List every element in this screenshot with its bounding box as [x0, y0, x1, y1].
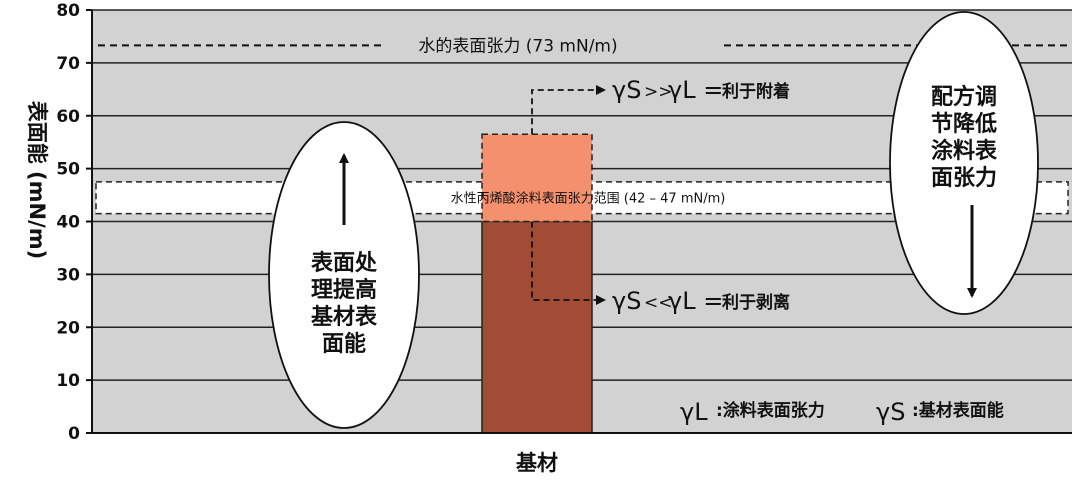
band-label: 水性丙烯酸涂料表面张力范围 (42 – 47 mN/m): [451, 191, 726, 207]
peeling-annotation: γS << γL = 利于剥离: [612, 287, 790, 315]
legend: γL :涂料表面张力 γS :基材表面能: [680, 398, 1004, 426]
legend-label-substrate: :基材表面能: [912, 400, 1004, 421]
y-tick-label-20: 20: [56, 318, 80, 338]
substrate-bar: [481, 220, 593, 434]
gamma-s-symbol-2: γS: [612, 287, 641, 315]
gamma-l-symbol: γL =: [668, 76, 723, 104]
right-ellipse-line-4: 面张力: [931, 166, 997, 191]
left-ellipse-line-1: 表面处: [311, 250, 377, 276]
left-ellipse-callout: 表面处 理提高 基材表 面能: [268, 121, 420, 429]
y-axis-label: 表面能 (mN/m): [25, 101, 49, 260]
gamma-s-symbol: γS: [612, 76, 641, 104]
y-tick-label-60: 60: [56, 107, 80, 127]
legend-symbol-gamma-s: γS: [876, 398, 905, 426]
much-less-symbol: <<: [644, 293, 673, 313]
adhesion-annotation: γS >> γL = 利于附着: [612, 76, 790, 104]
right-ellipse-callout: 配方调 节降低 涂料表 面张力: [889, 11, 1039, 315]
y-tick-label-70: 70: [56, 54, 80, 74]
x-axis-label: 基材: [516, 451, 558, 475]
left-ellipse-line-4: 面能: [322, 331, 366, 357]
y-tick-label-10: 10: [56, 371, 80, 391]
y-tick-label-50: 50: [56, 160, 80, 180]
adhesion-text: 利于附着: [722, 81, 790, 102]
y-tick-label-80: 80: [56, 1, 80, 21]
much-greater-symbol: >>: [644, 82, 673, 102]
left-ellipse-line-2: 理提高: [311, 277, 377, 303]
y-tick-labels: 0 10 20 30 40 50 60 70 80: [56, 1, 92, 444]
legend-symbol-gamma-l: γL: [680, 398, 708, 426]
peeling-text: 利于剥离: [722, 292, 790, 313]
left-ellipse-line-3: 基材表: [311, 305, 378, 330]
water-tension-label: 水的表面张力 (73 mN/m): [418, 36, 617, 56]
y-tick-label-30: 30: [56, 265, 80, 285]
right-ellipse-line-3: 涂料表: [931, 138, 998, 164]
y-tick-label-0: 0: [68, 424, 80, 444]
right-ellipse: [889, 11, 1039, 315]
left-ellipse: [268, 121, 420, 429]
substrate-bar-upper: [481, 133, 593, 223]
y-tick-label-40: 40: [56, 213, 80, 233]
right-ellipse-line-2: 节降低: [931, 112, 997, 137]
right-ellipse-line-1: 配方调: [931, 84, 997, 110]
adhesion-connector: [531, 85, 606, 135]
legend-label-coating: :涂料表面张力: [716, 400, 825, 421]
gamma-l-symbol-2: γL =: [668, 287, 723, 315]
